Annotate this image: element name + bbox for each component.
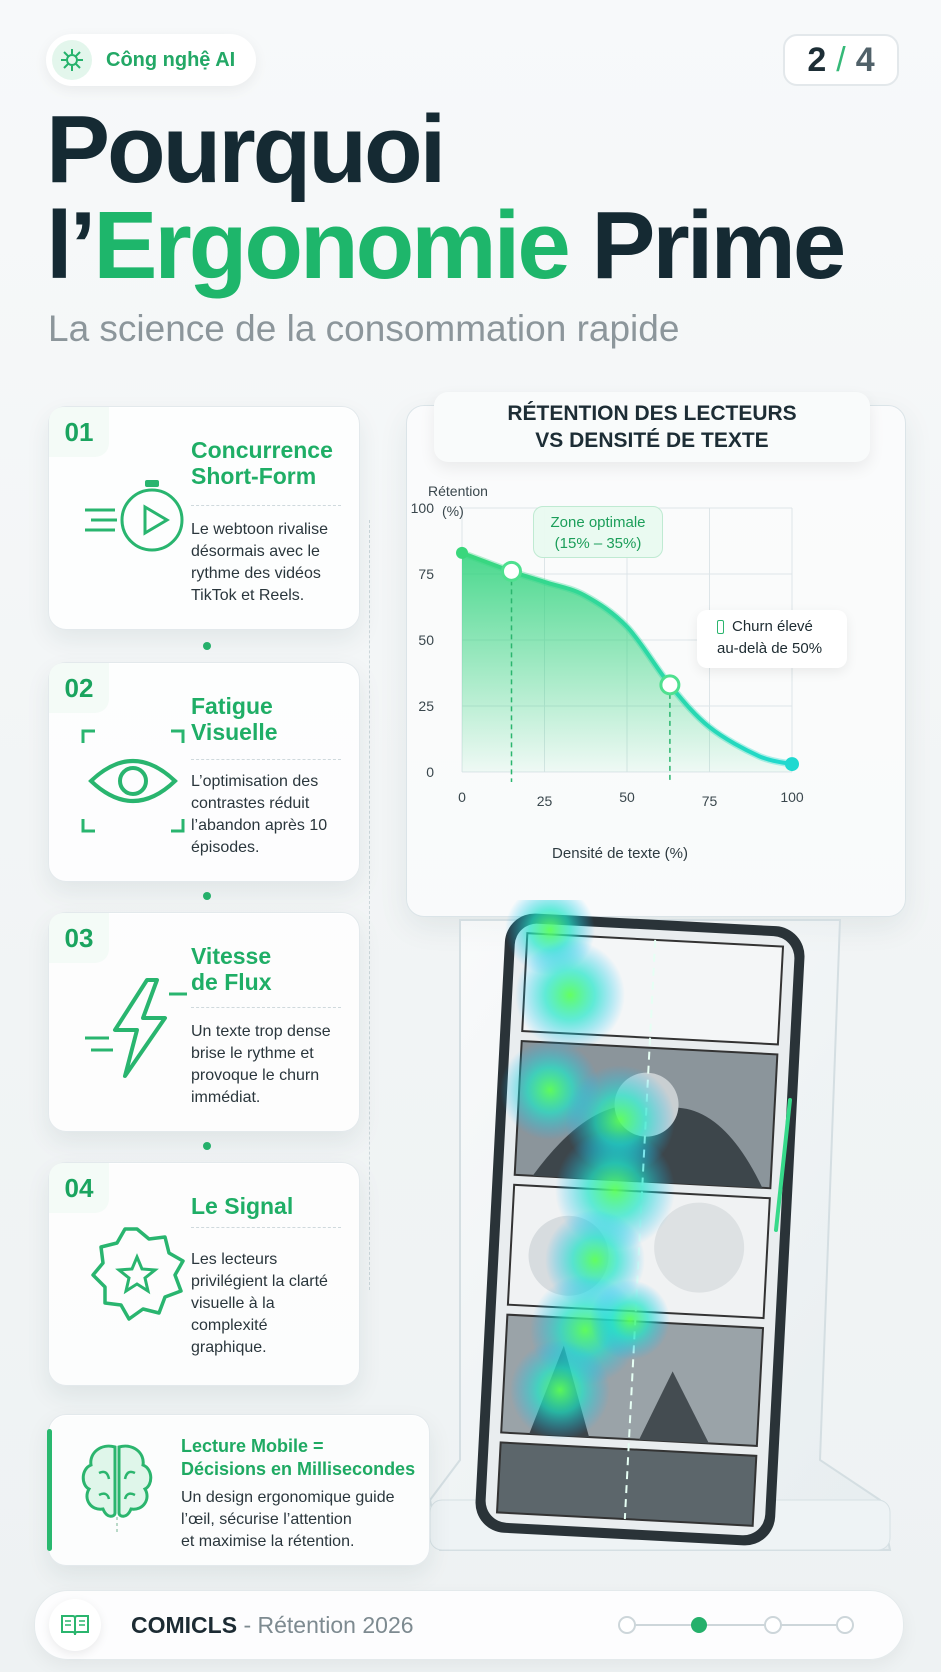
brand-name: COMICLS	[131, 1612, 238, 1638]
step-card-3: 03 Vitesse de Flux Un texte trop dense b…	[48, 912, 360, 1132]
step-card-4: 04 Le Signal Les lecteurs privilégient l…	[48, 1162, 360, 1386]
y-tick-label: 0	[426, 764, 434, 780]
brand-dash: -	[237, 1612, 258, 1638]
summary-desc-line2: l’œil, sécurise l’attention	[181, 1511, 352, 1528]
step-description: Un texte trop dense brise le rythme et p…	[191, 1023, 331, 1106]
step-divider	[191, 1227, 341, 1229]
step-description: Les lecteurs privilégient la clarté visu…	[191, 1251, 328, 1356]
summary-description: Un design ergonomique guide l’œil, sécur…	[181, 1487, 421, 1553]
step-divider	[191, 1007, 341, 1009]
step-divider	[191, 759, 341, 761]
page-title: Pourquoi l’Ergonomie Prime	[46, 102, 846, 294]
step-title: Vitesse de Flux	[191, 943, 272, 995]
star-badge-icon	[91, 1227, 185, 1321]
y-axis-label-line1: Rétention	[428, 483, 488, 499]
y-tick-label: 50	[418, 632, 434, 648]
summary-desc-line3: et maximise la rétention.	[181, 1533, 355, 1550]
book-icon	[49, 1599, 101, 1651]
lightning-icon	[85, 978, 187, 1078]
summary-accent-bar	[47, 1429, 52, 1551]
highlight-point	[501, 560, 522, 582]
page-dot-3[interactable]	[764, 1616, 782, 1634]
step-number: 01	[49, 407, 109, 457]
summary-title: Lecture Mobile = Décisions en Millisecon…	[181, 1435, 421, 1481]
page-total: 4	[855, 40, 875, 79]
retention-area	[462, 552, 792, 772]
churn-line1-text: Churn élevé	[732, 618, 813, 635]
x-axis-label: Densité de texte (%)	[552, 845, 688, 862]
churn-line1: Churn élevé	[717, 616, 847, 638]
page-dot-4[interactable]	[836, 1616, 854, 1634]
title-accent: Ergonomie	[93, 192, 570, 299]
chart-title-line1: RÉTENTION DES LECTEURS	[507, 402, 797, 425]
step-number: 03	[49, 913, 109, 963]
tag-label: Công nghệ AI	[106, 48, 236, 71]
churn-line2: au-delà de 50%	[717, 640, 823, 657]
x-tick-label: 50	[619, 789, 635, 805]
data-point-start	[456, 546, 468, 559]
x-tick-label: 0	[458, 789, 466, 805]
timeline-dot	[203, 892, 211, 900]
y-tick-label: 75	[418, 566, 434, 582]
summary-card: Lecture Mobile = Décisions en Millisecon…	[47, 1414, 430, 1566]
tag-pill: Công nghệ AI	[46, 34, 256, 86]
optimal-zone-line1: Zone optimale	[550, 514, 646, 531]
step-card-1: 01 Concurrence Short-Form Le webtoon riv…	[48, 406, 360, 630]
y-tick-label: 100	[411, 500, 435, 516]
footer-brand: COMICLS - Rétention 2026	[131, 1612, 414, 1639]
optimal-zone-line2: (15% – 35%)	[554, 535, 642, 552]
brand-subtitle: Rétention 2026	[257, 1612, 414, 1638]
x-tick-label: 25	[537, 793, 553, 809]
highlight-point	[659, 674, 681, 696]
chart-title-line2: VS DENSITÉ DE TEXTE	[535, 429, 769, 452]
step-number: 02	[49, 663, 109, 713]
page-separator: /	[836, 40, 846, 79]
y-tick-label: 25	[418, 698, 434, 714]
page-dot-2[interactable]	[691, 1617, 707, 1633]
step-title: Fatigue Visuelle	[191, 693, 278, 745]
y-axis-label-line2: (%)	[442, 503, 464, 519]
timeline-line	[369, 520, 371, 1290]
page-indicator: 2 / 4	[783, 34, 899, 86]
ai-chip-icon	[52, 40, 92, 80]
page-dot-1[interactable]	[618, 1616, 636, 1634]
title-prefix: l’	[46, 192, 96, 299]
warning-icon	[717, 620, 724, 635]
retention-line	[460, 550, 794, 767]
data-point-end	[785, 757, 799, 772]
summary-title-line1: Lecture Mobile =	[181, 1436, 324, 1456]
page-subtitle: La science de la consommation rapide	[48, 308, 680, 349]
step-card-2: 02 Fatigue Visuelle L’optimisation des c…	[48, 662, 360, 882]
title-suffix: Prime	[567, 192, 846, 299]
optimal-zone-callout: Zone optimale (15% – 35%)	[533, 506, 663, 558]
stopwatch-play-icon	[85, 480, 184, 552]
x-tick-label: 75	[702, 793, 718, 809]
page-current: 2	[807, 40, 827, 79]
step-description: Le webtoon rivalise désormais avec le ry…	[191, 521, 328, 604]
step-title: Le Signal	[191, 1193, 294, 1219]
timeline-dot	[203, 1142, 211, 1150]
step-title: Concurrence Short-Form	[191, 437, 333, 489]
scroll-indicator	[774, 1098, 792, 1232]
heatmap-overlay	[500, 900, 675, 1440]
chart-title: RÉTENTION DES LECTEURS VS DENSITÉ DE TEX…	[434, 392, 870, 462]
summary-desc-line1: Un design ergonomique guide	[181, 1489, 395, 1506]
phone-heatmap-illustration	[428, 900, 892, 1551]
summary-title-line2: Décisions en Millisecondes	[181, 1459, 416, 1479]
churn-callout: Churn élevé au-delà de 50%	[697, 610, 847, 668]
eye-icon	[81, 729, 185, 833]
pagination-dots	[618, 1616, 854, 1634]
step-description: L’optimisation des contrastes réduit l’a…	[191, 773, 328, 856]
step-number: 04	[49, 1163, 109, 1213]
step-divider	[191, 505, 341, 507]
footer-bar: COMICLS - Rétention 2026	[34, 1590, 904, 1660]
timeline-dot	[203, 642, 211, 650]
brain-icon	[81, 1444, 153, 1533]
title-line1: Pourquoi	[46, 96, 446, 203]
x-tick-label: 100	[780, 789, 804, 805]
